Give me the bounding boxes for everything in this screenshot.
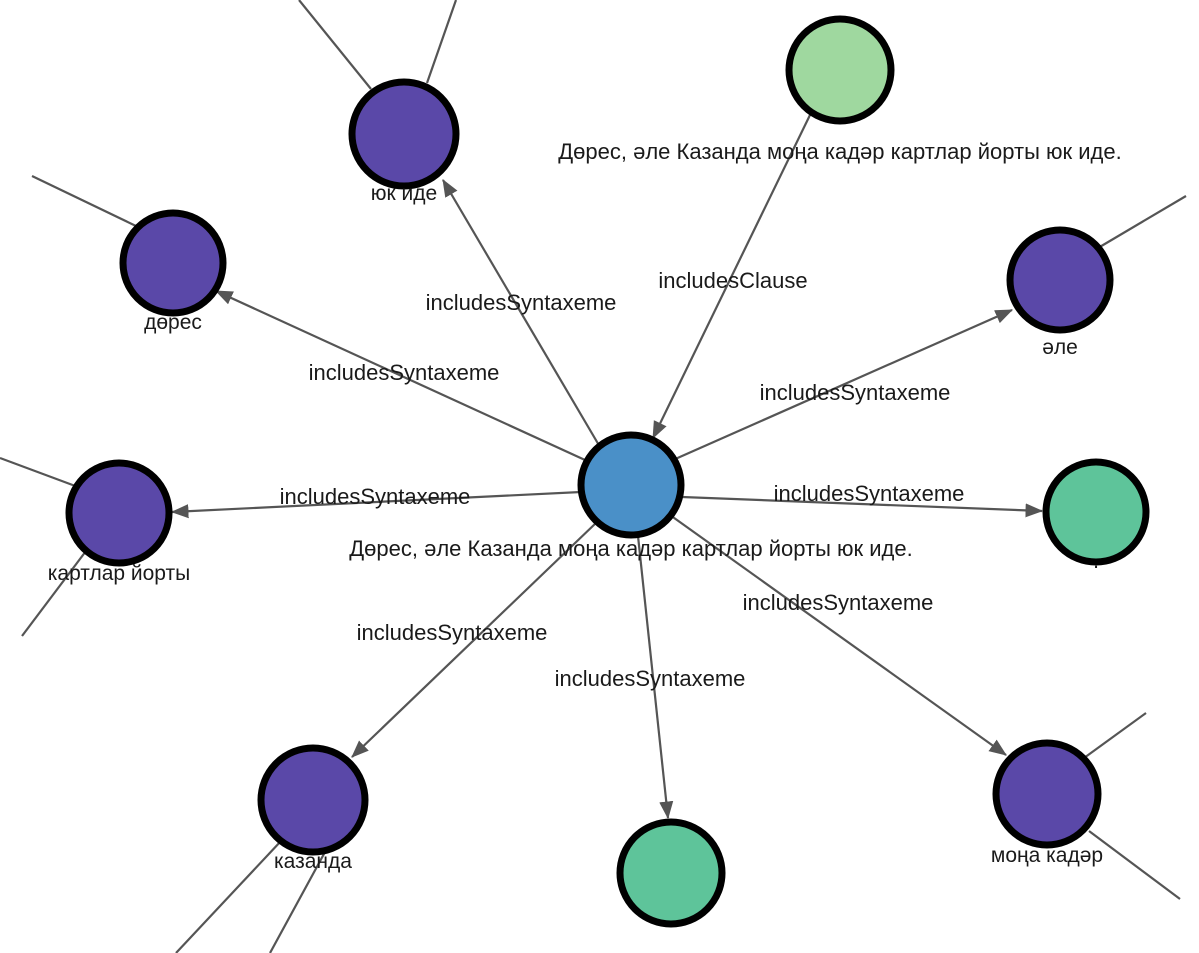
graph-node-mona-kader[interactable] <box>992 739 1102 849</box>
graph-node-kartlar-yorty[interactable] <box>65 459 173 567</box>
node-layer <box>65 15 1150 928</box>
graph-node-bottom-punct[interactable] <box>616 818 726 928</box>
graph-node-dores[interactable] <box>119 209 227 317</box>
edge-stub <box>175 840 282 953</box>
graph-edge[interactable] <box>442 179 601 448</box>
graph-edge[interactable] <box>214 289 586 462</box>
graph-edge[interactable] <box>669 514 1007 756</box>
edge-stub <box>425 0 458 84</box>
graph-node-kazanda[interactable] <box>257 744 369 856</box>
graph-edge[interactable] <box>652 114 811 439</box>
graph-node-clause[interactable] <box>785 15 895 125</box>
graph-node-right-punct[interactable] <box>1042 458 1150 566</box>
edge-stub <box>21 550 87 637</box>
edge-layer <box>170 114 1044 820</box>
graph-edge[interactable] <box>636 535 674 820</box>
edge-stub <box>1088 830 1181 900</box>
graph-node-ale[interactable] <box>1006 226 1114 334</box>
edge-stub <box>31 175 137 227</box>
edge-stub <box>298 0 372 90</box>
graph-edge[interactable] <box>170 490 582 519</box>
graph-edge[interactable] <box>351 521 598 758</box>
edge-stub <box>1083 712 1147 759</box>
edge-stub <box>269 851 326 953</box>
graph-edge[interactable] <box>672 308 1014 462</box>
graph-node-center[interactable] <box>577 431 685 539</box>
graph-edge[interactable] <box>681 495 1044 518</box>
graph-node-yuk-ide[interactable] <box>348 78 460 190</box>
edge-stub <box>1097 195 1187 249</box>
edge-stub <box>0 456 79 489</box>
